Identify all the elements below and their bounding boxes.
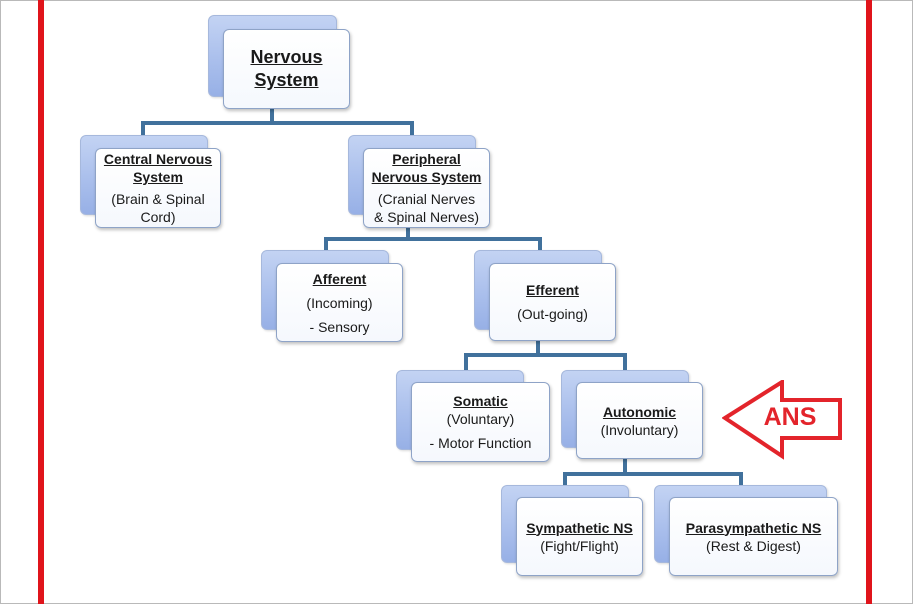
- connector-nervous-to-cns-pns: [141, 108, 414, 135]
- autonomic-sub-line1: (Involuntary): [600, 421, 679, 438]
- somatic-title: Somatic: [453, 393, 508, 409]
- left-red-margin-bar: [38, 0, 44, 604]
- sympathetic-title: Sympathetic NS: [526, 519, 633, 536]
- connector-efferent-to-somatic-autonomic: [464, 341, 627, 370]
- cns-title-line2: System: [133, 169, 183, 185]
- afferent-sub-line2: - Sensory: [309, 318, 370, 335]
- somatic-sub-line2: - Motor Function: [429, 435, 532, 451]
- pns-sub-line2: & Spinal Nerves): [373, 209, 480, 225]
- nervous-system-title-line1: Nervous: [250, 47, 323, 67]
- pns-sub-line1: (Cranial Nerves: [377, 191, 476, 207]
- pns-title-line1: Peripheral: [392, 151, 461, 167]
- afferent-sub-line1: (Incoming): [306, 294, 373, 311]
- nervous-system-title-line2: System: [254, 70, 319, 90]
- parasympathetic-sub-line1: (Rest & Digest): [706, 537, 801, 554]
- afferent-title: Afferent: [312, 270, 367, 287]
- right-red-margin-bar: [866, 0, 872, 604]
- parasympathetic-title: Parasympathetic NS: [685, 519, 822, 536]
- cns-sub-line2: Cord): [140, 209, 176, 225]
- connector-autonomic-to-sympathetic-parasympathetic: [563, 459, 743, 485]
- ans-callout-label: ANS: [763, 403, 817, 431]
- ans-callout-arrow: [722, 380, 842, 460]
- cns-sub-line1: (Brain & Spinal: [111, 191, 205, 207]
- somatic-sub-line1: (Voluntary): [446, 411, 515, 427]
- cns-title-line1: Central Nervous: [103, 151, 213, 167]
- autonomic-title: Autonomic: [602, 403, 677, 420]
- connector-pns-to-afferent-efferent: [324, 227, 542, 250]
- efferent-sub-line1: (Out-going): [517, 306, 588, 322]
- pns-title-line2: Nervous System: [371, 169, 482, 185]
- sympathetic-sub-line1: (Fight/Flight): [540, 537, 619, 554]
- efferent-title: Efferent: [526, 282, 579, 298]
